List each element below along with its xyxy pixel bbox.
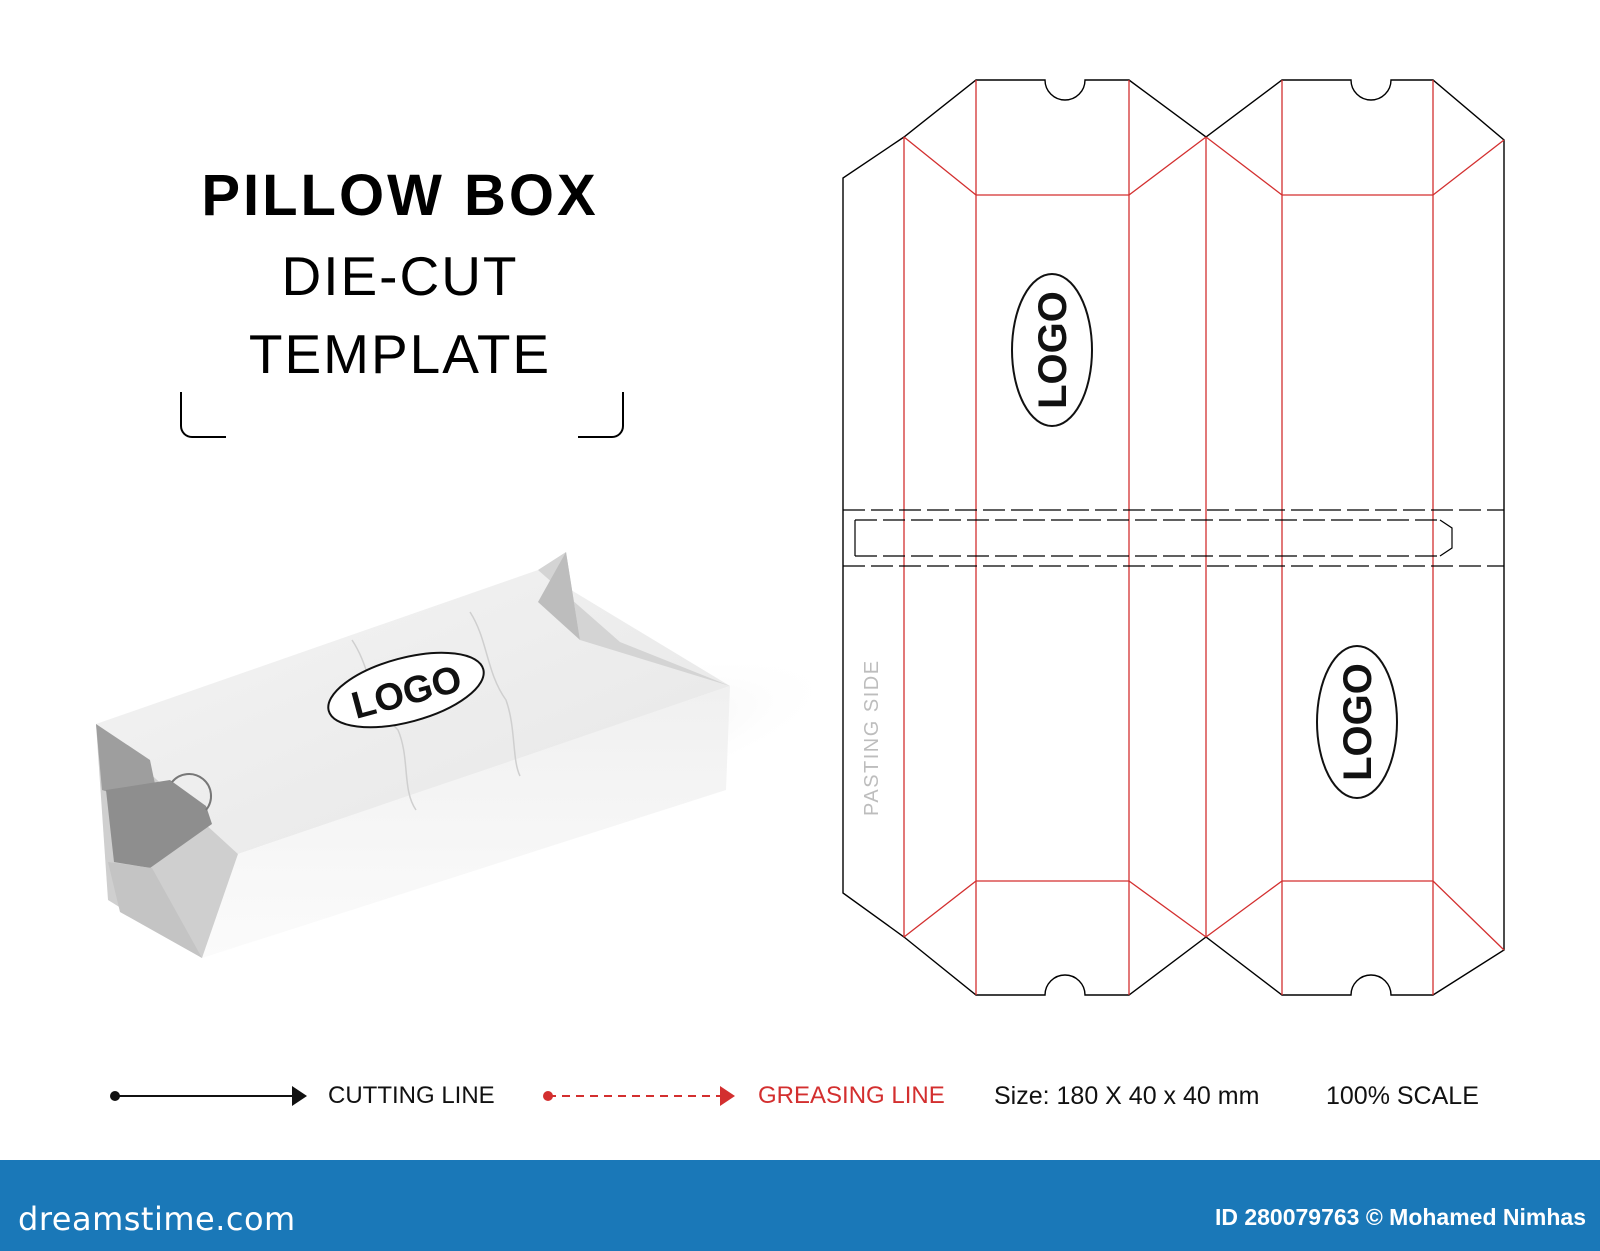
title-die-cut: DIE-CUT — [281, 245, 519, 307]
footer-bar: dreamstime.com ID 280079763 © Mohamed Ni… — [0, 1160, 1600, 1251]
template-logo-top: LOGO — [1011, 273, 1093, 427]
image-credit: ID 280079763 © Mohamed Nimhas — [1214, 1204, 1586, 1230]
cut-outline — [842, 79, 1505, 996]
template-logo-bottom: LOGO — [1316, 645, 1398, 799]
greasing-line-label: GREASING LINE — [758, 1082, 945, 1109]
pasting-side-label: PASTING SIDE — [861, 659, 883, 816]
box-3d-mockup: LOGO — [96, 552, 841, 958]
crease-lines — [903, 80, 1505, 995]
title-pillow-box: PILLOW BOX — [201, 163, 599, 228]
cutting-line-symbol — [110, 1086, 307, 1106]
artwork: LOGO — [96, 79, 1505, 1106]
cutting-line-label: CUTTING LINE — [328, 1082, 495, 1109]
size-label: Size: 180 X 40 x 40 mm — [994, 1082, 1260, 1110]
scale-label: 100% SCALE — [1326, 1082, 1479, 1110]
brand-logo[interactable]: dreamstime.com — [18, 1200, 296, 1238]
title-template: TEMPLATE — [248, 323, 552, 385]
title-block: PILLOW BOX DIE-CUT TEMPLATE — [170, 160, 630, 390]
brand-name: dreamstime.com — [18, 1200, 296, 1238]
tear-strip — [843, 509, 1504, 567]
template-logo-bottom-label: LOGO — [1336, 663, 1380, 781]
title-bracket-right — [578, 392, 624, 438]
template-logo-top-label: LOGO — [1031, 291, 1075, 409]
die-cut-template: LOGO LOGO PASTING SIDE — [842, 79, 1505, 996]
greasing-line-symbol — [543, 1086, 735, 1106]
title-bracket-left — [180, 392, 226, 438]
